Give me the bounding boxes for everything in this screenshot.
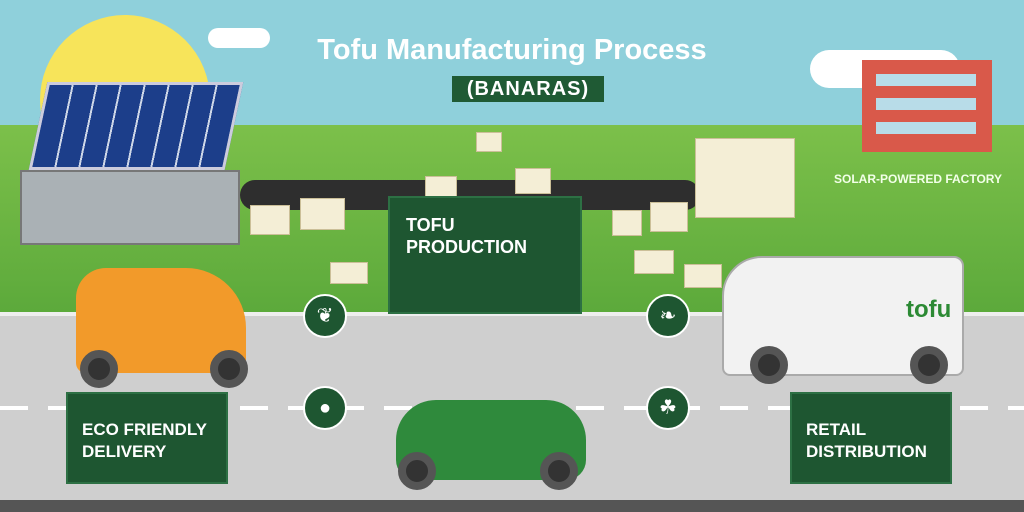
- van-brand-label: tofu: [906, 296, 952, 323]
- retail-distribution-box: RETAIL DISTRIBUTION: [790, 392, 952, 484]
- sprout-icon: ☘: [646, 386, 690, 430]
- tofu-block: [476, 132, 502, 152]
- tofu-block: [650, 202, 688, 232]
- factory-label: SOLAR-POWERED FACTORY: [834, 172, 1003, 186]
- seedling-icon: ❧: [646, 294, 690, 338]
- wheel: [910, 346, 948, 384]
- large-tofu-block: [695, 138, 795, 218]
- tofu-block: [634, 250, 674, 274]
- leaf-icon: ❦: [303, 294, 347, 338]
- road-curb: [0, 500, 1024, 512]
- tofu-block: [250, 205, 290, 235]
- wheel: [750, 346, 788, 384]
- wheel: [80, 350, 118, 388]
- factory-building: [862, 60, 992, 152]
- tofu-block: [684, 264, 722, 288]
- tofu-block: [425, 176, 457, 198]
- eco-delivery-box: ECO FRIENDLY DELIVERY: [66, 392, 228, 484]
- wheel: [210, 350, 248, 388]
- cloud: [208, 28, 270, 48]
- tofu-production-box: TOFU PRODUCTION: [388, 196, 582, 314]
- road-edge: [0, 312, 1024, 316]
- tofu-block: [330, 262, 368, 284]
- processing-machine: [20, 170, 240, 245]
- solar-panel: [28, 82, 244, 170]
- wheel: [398, 452, 436, 490]
- tofu-block: [612, 210, 642, 236]
- wheel: [540, 452, 578, 490]
- soy-icon: ●: [303, 386, 347, 430]
- location-badge: (BANARAS): [452, 76, 604, 102]
- page-title: Tofu Manufacturing Process: [317, 34, 707, 66]
- tofu-block: [300, 198, 345, 230]
- tofu-block: [515, 168, 551, 194]
